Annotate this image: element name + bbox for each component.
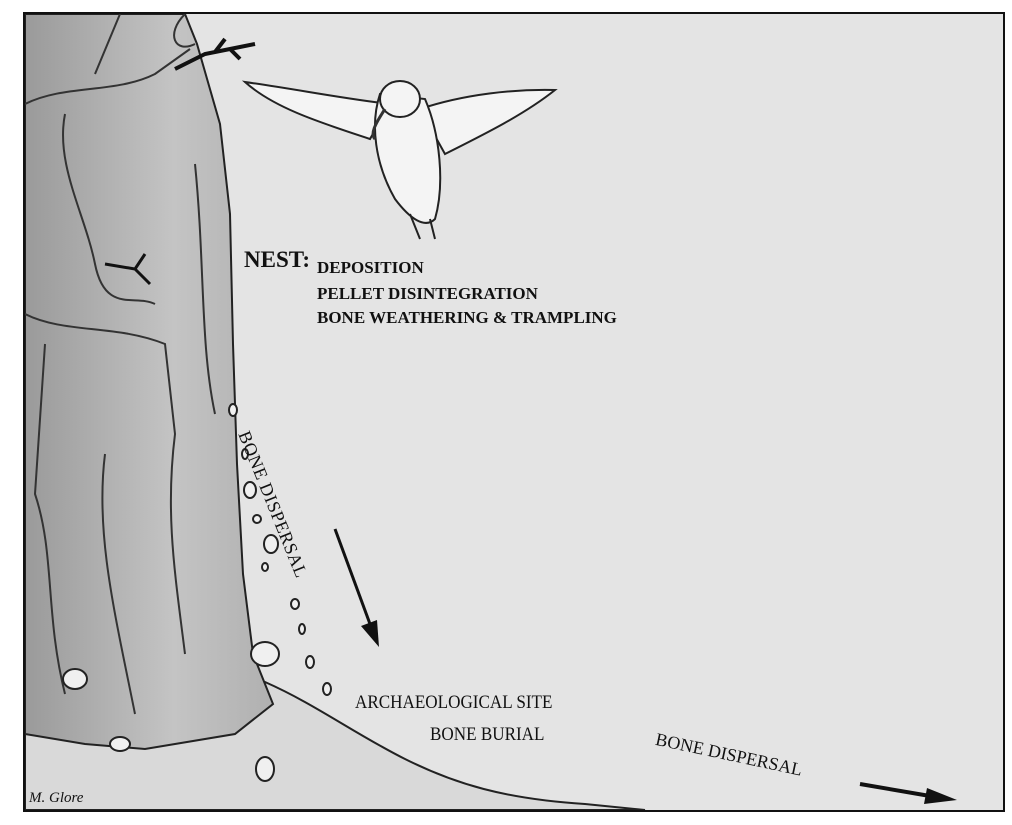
- branch-icon: [104, 253, 152, 286]
- arrow-icon: [333, 528, 379, 647]
- artist-signature: M. Glore: [29, 790, 84, 806]
- cliff: [25, 14, 275, 751]
- nest-process: PELLET DISINTEGRATION: [317, 284, 538, 303]
- branch-icon: [174, 37, 256, 71]
- diagram-frame: NEST: DEPOSITION PELLET DISINTEGRATION B…: [23, 12, 1005, 812]
- arrow-icon: [859, 782, 957, 804]
- nest-label: NEST:: [244, 247, 311, 272]
- cliff-cracks: [25, 14, 216, 715]
- nest-process: DEPOSITION: [317, 258, 424, 277]
- illustration: [25, 14, 957, 810]
- nest-process: BONE WEATHERING & TRAMPLING: [317, 308, 617, 327]
- site-process: BONE BURIAL: [430, 724, 545, 745]
- falling-bones: [62, 403, 332, 782]
- owl-icon: [241, 80, 558, 240]
- site-label: ARCHAEOLOGICAL SITE: [355, 692, 553, 713]
